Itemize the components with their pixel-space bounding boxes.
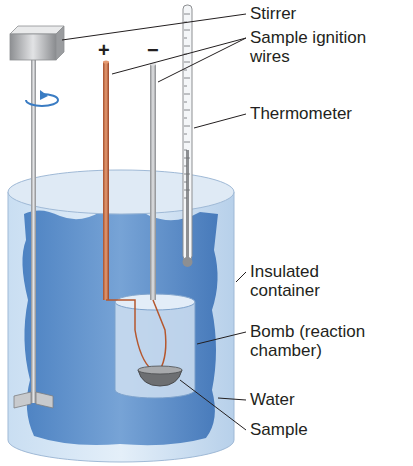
thermometer-tick xyxy=(184,46,190,47)
thermometer-tick xyxy=(184,102,187,103)
thermometer-tick xyxy=(184,134,187,135)
negative-ignition-wire xyxy=(150,64,156,300)
thermometer-tick xyxy=(184,14,190,15)
fuse-wire xyxy=(153,300,166,370)
thermometer-tick xyxy=(184,142,190,143)
thermometer xyxy=(183,5,193,267)
leader-line xyxy=(62,14,246,40)
thermometer-tick xyxy=(184,62,190,63)
positive-wire-end xyxy=(103,61,109,64)
stirrer-paddle xyxy=(14,392,53,408)
leader-line xyxy=(218,398,246,400)
leader-line xyxy=(158,38,246,82)
leader-line xyxy=(112,38,246,74)
thermometer-tick xyxy=(184,110,190,111)
callout-label: Thermometer xyxy=(250,104,400,123)
thermometer-column xyxy=(186,150,189,262)
thermometer-tick xyxy=(184,118,187,119)
thermometer-tick xyxy=(184,150,187,151)
leader-line xyxy=(180,380,246,430)
stirrer-motor xyxy=(10,34,56,60)
thermometer-tick xyxy=(184,30,190,31)
callout-label: Sample ignition wires xyxy=(250,28,368,66)
thermometer-tick xyxy=(184,198,187,199)
thermometer-tick xyxy=(184,190,190,191)
callout-label: Insulated container xyxy=(250,262,370,300)
thermometer-tick xyxy=(184,78,190,79)
sample-dish-rim xyxy=(138,366,182,374)
polarity-sign: + xyxy=(98,40,110,60)
callout-label: Water xyxy=(250,390,400,409)
positive-ignition-wire xyxy=(103,62,109,300)
thermometer-tick xyxy=(184,182,187,183)
insulated-container xyxy=(8,192,234,462)
leader-line xyxy=(194,114,246,128)
container-lid xyxy=(8,170,234,214)
fuse-wire xyxy=(106,300,152,370)
rotation-arrowhead xyxy=(40,90,48,100)
bomb-chamber xyxy=(115,302,195,398)
callout-label: Sample xyxy=(250,420,400,439)
leader-line xyxy=(236,272,246,282)
stirrer-motor-top xyxy=(10,26,64,34)
stirrer-motor-side xyxy=(56,26,64,60)
stirrer-shaft xyxy=(31,58,36,403)
callout-label: Stirrer xyxy=(250,4,400,23)
polarity-sign: − xyxy=(147,40,159,60)
thermometer-tick xyxy=(184,174,190,175)
thermometer-tick xyxy=(184,166,187,167)
thermometer-bulb xyxy=(183,257,193,267)
callout-label: Bomb (reaction chamber) xyxy=(250,322,380,360)
thermometer-tick xyxy=(184,158,190,159)
leader-line xyxy=(197,332,246,344)
thermometer-tick xyxy=(184,126,190,127)
thermometer-tick xyxy=(184,86,187,87)
thermometer-tick xyxy=(184,94,190,95)
thermometer-tick xyxy=(184,70,187,71)
thermometer-tick xyxy=(184,38,187,39)
